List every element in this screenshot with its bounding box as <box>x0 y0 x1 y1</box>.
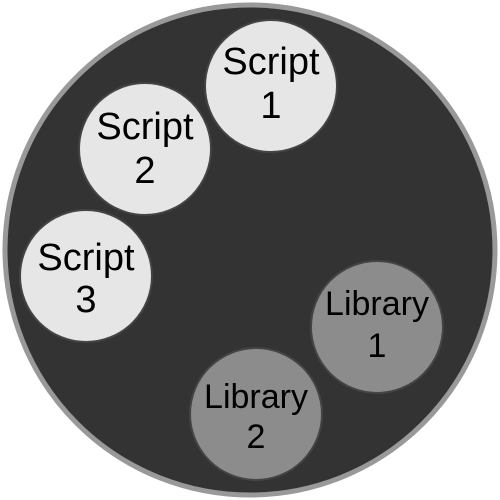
node-label-line1: Library <box>325 285 429 323</box>
node-label-line2: 2 <box>247 418 266 456</box>
node-circle <box>19 209 153 343</box>
node-label-line1: Script <box>96 106 194 148</box>
node-circle <box>204 19 338 153</box>
node-library-2: Library 2 <box>189 347 323 481</box>
node-label-line1: Script <box>222 41 320 83</box>
node-circle <box>189 347 323 481</box>
node-label-line1: Script <box>37 237 135 279</box>
node-library-1: Library 1 <box>310 260 444 394</box>
node-label-line1: Library <box>204 378 308 416</box>
node-label-line2: 1 <box>260 85 281 127</box>
node-script-3: Script 3 <box>19 209 153 343</box>
node-label-line2: 2 <box>134 150 155 192</box>
node-label-line2: 1 <box>368 327 387 365</box>
node-script-1: Script 1 <box>204 19 338 153</box>
node-circle <box>310 260 444 394</box>
node-script-2: Script 2 <box>78 82 212 216</box>
node-circle <box>78 82 212 216</box>
node-label-line2: 3 <box>75 279 96 321</box>
